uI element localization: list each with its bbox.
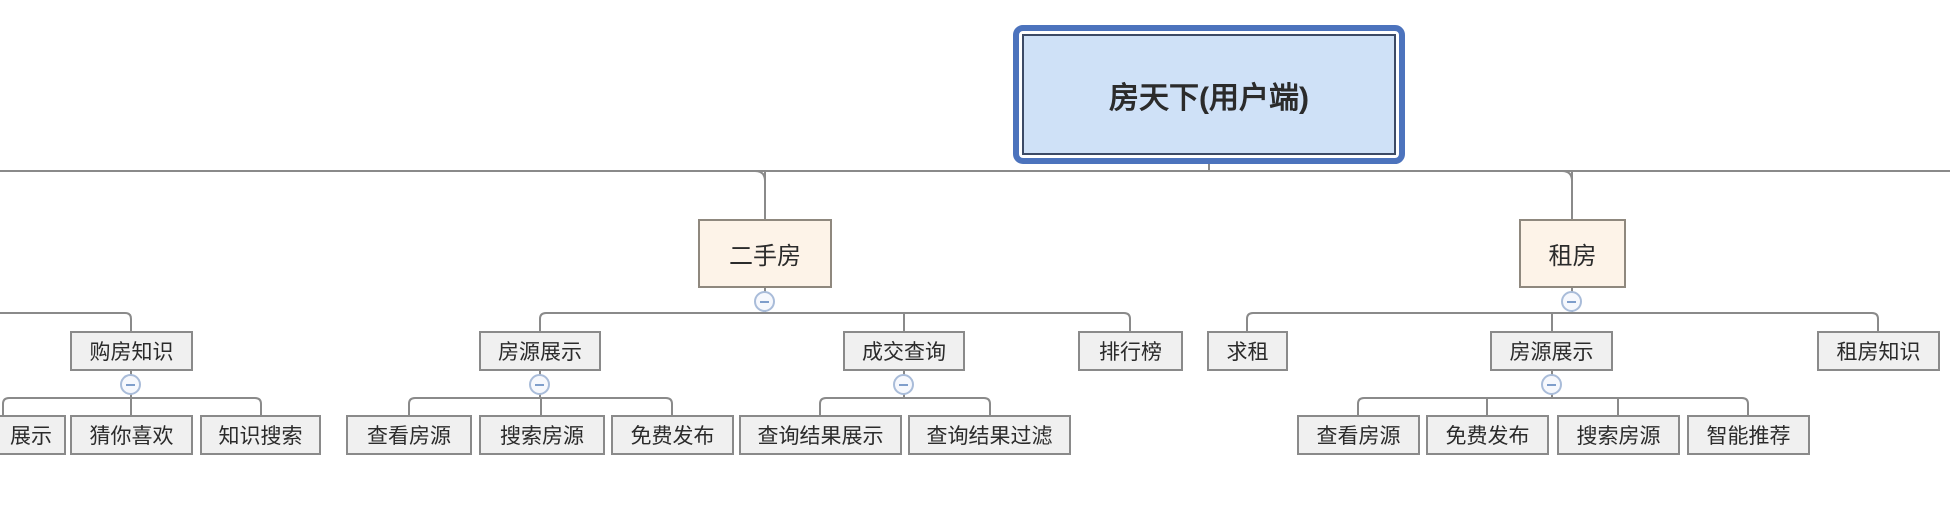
collapse-toggle-listing-right[interactable] <box>1541 374 1562 395</box>
node-free-publish-right[interactable]: 免费发布 <box>1426 415 1549 455</box>
node-label: 二手房 <box>729 243 801 270</box>
minus-icon <box>760 300 769 303</box>
node-label: 猜你喜欢 <box>89 425 174 448</box>
minus-icon <box>1567 300 1576 303</box>
node-label: 租房 <box>1548 243 1597 270</box>
node-label: 成交查询 <box>862 341 946 364</box>
connector-line <box>408 397 673 415</box>
node-search-listings-right[interactable]: 搜索房源 <box>1557 415 1680 455</box>
node-search-listings-left[interactable]: 搜索房源 <box>479 415 605 455</box>
minus-icon <box>899 383 908 386</box>
node-view-listings-left[interactable]: 查看房源 <box>346 415 472 455</box>
node-label: 房源展示 <box>1509 341 1594 364</box>
connector-line <box>754 170 766 182</box>
collapse-toggle-secondhand[interactable] <box>754 291 775 312</box>
node-label: 查询结果展示 <box>757 425 884 448</box>
node-query-result-display[interactable]: 查询结果展示 <box>739 415 902 455</box>
node-ranking[interactable]: 排行榜 <box>1078 331 1183 371</box>
collapse-toggle-listing-left[interactable] <box>529 374 550 395</box>
node-label: 查看房源 <box>367 425 451 448</box>
connector-line <box>1561 170 1573 182</box>
node-query-result-filter[interactable]: 查询结果过滤 <box>908 415 1071 455</box>
node-label: 免费发布 <box>1445 425 1530 448</box>
node-knowledge-search[interactable]: 知识搜索 <box>200 415 321 455</box>
node-listing-display-right[interactable]: 房源展示 <box>1490 331 1613 371</box>
root-inner-frame: 房天下(用户端) <box>1022 34 1396 155</box>
minus-icon <box>126 383 135 386</box>
node-rent-seek[interactable]: 求租 <box>1207 331 1288 371</box>
connector-line <box>2 397 262 415</box>
node-label: 排行榜 <box>1099 341 1162 364</box>
node-label: 搜索房源 <box>1576 425 1661 448</box>
node-label: 房源展示 <box>498 341 582 364</box>
node-deal-query[interactable]: 成交查询 <box>843 331 965 371</box>
connector-line <box>539 312 1131 331</box>
node-label: 智能推荐 <box>1706 425 1791 448</box>
node-rent-knowledge[interactable]: 租房知识 <box>1817 331 1940 371</box>
node-display-truncated[interactable]: 展示 <box>0 415 66 455</box>
node-purchase-knowledge[interactable]: 购房知识 <box>70 331 193 371</box>
node-view-listings-right[interactable]: 查看房源 <box>1297 415 1420 455</box>
node-label: 购房知识 <box>89 341 174 364</box>
node-label: 查看房源 <box>1316 425 1401 448</box>
node-rent[interactable]: 租房 <box>1519 219 1626 288</box>
node-guess-you-like[interactable]: 猜你喜欢 <box>70 415 193 455</box>
connector-line <box>819 397 991 415</box>
node-label: 展示 <box>10 425 52 448</box>
node-free-publish-left[interactable]: 免费发布 <box>611 415 734 455</box>
node-label: 知识搜索 <box>218 425 303 448</box>
node-label: 求租 <box>1226 341 1269 364</box>
minus-icon <box>1547 383 1556 386</box>
node-root[interactable]: 房天下(用户端) <box>1013 25 1405 164</box>
connector-line <box>1246 312 1879 331</box>
node-label: 房天下(用户端) <box>1109 81 1309 115</box>
minus-icon <box>535 383 544 386</box>
node-listing-display-left[interactable]: 房源展示 <box>479 331 601 371</box>
node-label: 租房知识 <box>1836 341 1921 364</box>
connector-line <box>0 312 132 331</box>
connector-line <box>1357 397 1749 415</box>
node-smart-recommend[interactable]: 智能推荐 <box>1687 415 1810 455</box>
node-label: 搜索房源 <box>500 425 584 448</box>
node-label: 免费发布 <box>630 425 715 448</box>
node-secondhand[interactable]: 二手房 <box>698 219 832 288</box>
collapse-toggle-purchase-knowledge[interactable] <box>120 374 141 395</box>
collapse-toggle-rent[interactable] <box>1561 291 1582 312</box>
node-label: 查询结果过滤 <box>926 425 1053 448</box>
collapse-toggle-deal-query[interactable] <box>893 374 914 395</box>
